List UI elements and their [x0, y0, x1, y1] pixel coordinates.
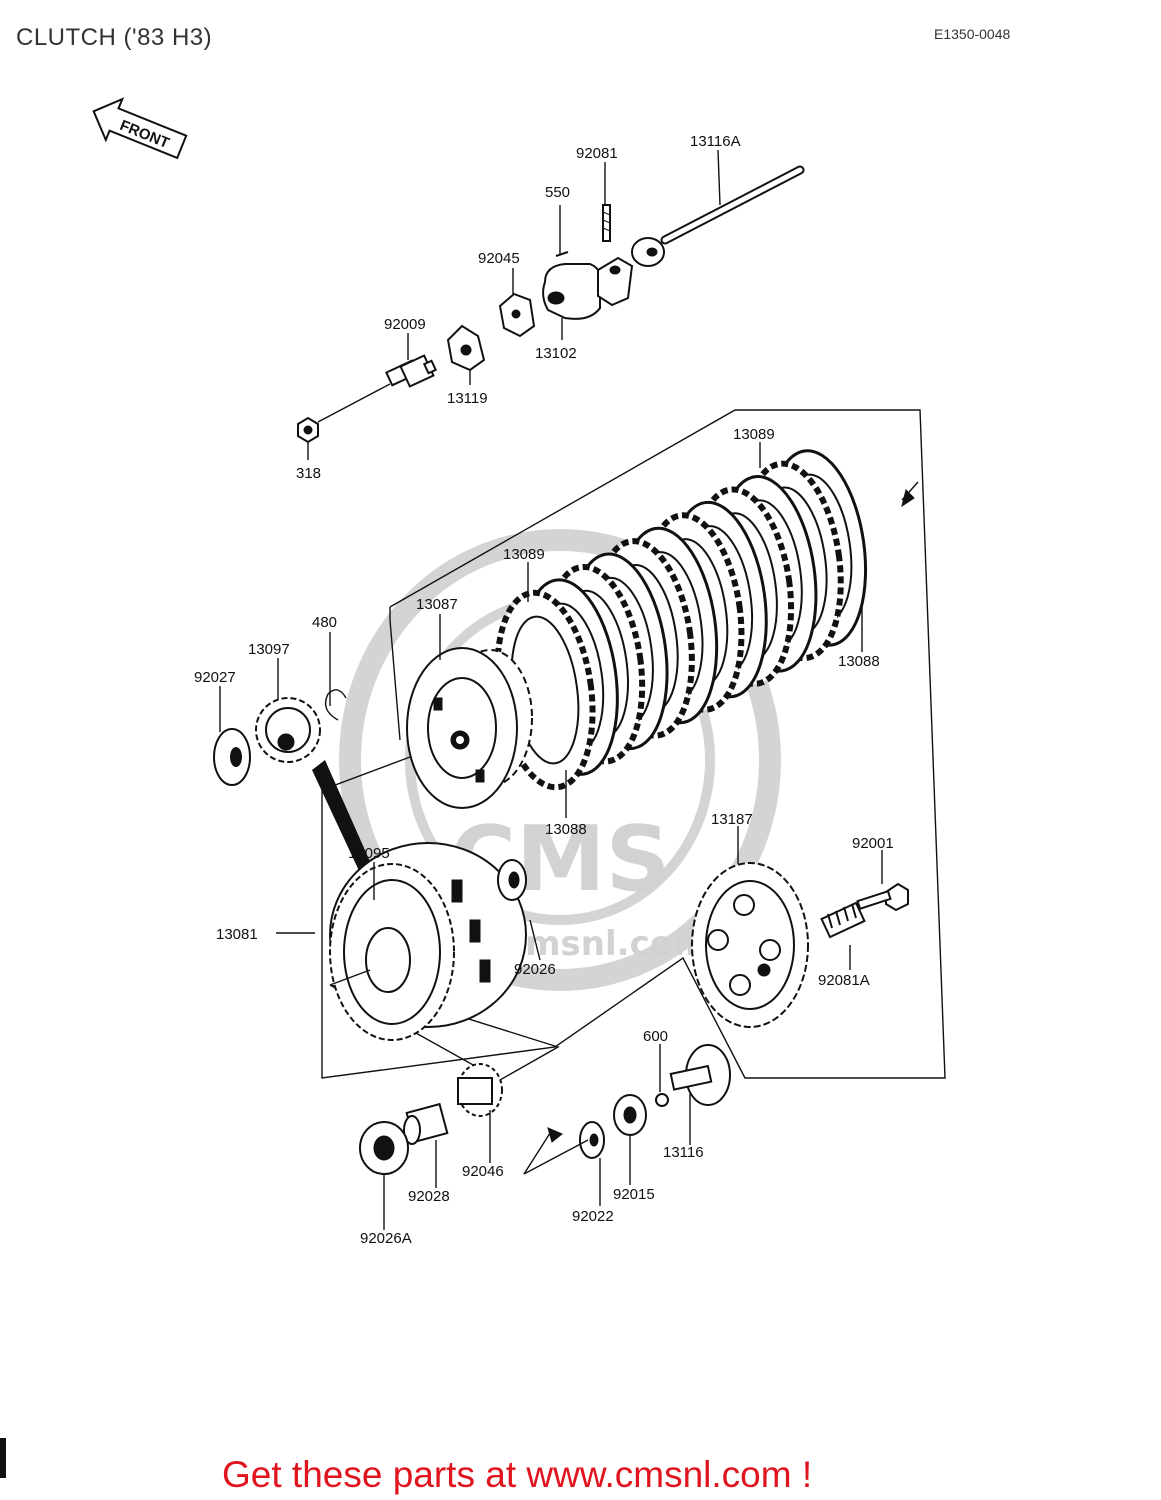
footer-promo[interactable]: Get these parts at www.cmsnl.com !: [222, 1454, 813, 1495]
leader-318: [317, 383, 391, 423]
washer-92026: [497, 859, 527, 901]
clutch-hub-13087: [406, 647, 533, 809]
label-92045: 92045: [478, 250, 520, 267]
label-92081A: 92081A: [818, 972, 870, 989]
pressure-plate-13187: [691, 862, 809, 1028]
label-13081: 13081: [216, 926, 258, 943]
label-92001: 92001: [852, 835, 894, 852]
clutch-housing-13081: [329, 842, 527, 1041]
frame-upper: [321, 409, 946, 1079]
nut-318: [297, 416, 319, 444]
label-13088-bottom: 13088: [545, 821, 587, 838]
pushrod-13116: [669, 1044, 731, 1106]
label-92028: 92028: [408, 1188, 450, 1205]
direction-arrow-bottom: [523, 1127, 589, 1175]
diagram-title: CLUTCH ('83 H3): [16, 24, 213, 51]
release-lever-13102: [498, 204, 634, 338]
label-13089-top: 13089: [733, 426, 775, 443]
label-92046: 92046: [462, 1163, 504, 1180]
needle-bearing-92046: [457, 1063, 503, 1117]
washer-92026A: [359, 1121, 409, 1175]
clutch-plate-stack: [494, 449, 868, 791]
label-318: 318: [296, 465, 321, 482]
label-13116A: 13116A: [690, 133, 741, 150]
label-13088-right: 13088: [838, 653, 880, 670]
spring-92081A: [820, 901, 866, 939]
edge-mark: [0, 1438, 6, 1478]
washer-92027: [213, 728, 251, 786]
bolt-92001: [856, 882, 909, 912]
label-92026: 92026: [514, 961, 556, 978]
direction-arrow-right: [901, 481, 919, 508]
label-480: 480: [312, 614, 337, 631]
label-13097: 13097: [248, 641, 290, 658]
frame-lower: [389, 607, 401, 741]
label-13095: 13095: [348, 845, 390, 862]
label-13089-mid: 13089: [503, 546, 545, 563]
label-92009: 92009: [384, 316, 426, 333]
label-550: 550: [545, 184, 570, 201]
leader-lines: [219, 149, 883, 1230]
front-arrow: FRONT: [92, 97, 188, 160]
label-13116: 13116: [663, 1144, 704, 1161]
sleeve-92028: [403, 1102, 449, 1145]
label-92015: 92015: [613, 1186, 655, 1203]
label-13119: 13119: [447, 390, 488, 407]
label-92026A: 92026A: [360, 1230, 412, 1247]
label-600: 600: [643, 1028, 668, 1045]
label-13102: 13102: [535, 345, 577, 362]
push-rod-13116A: [631, 165, 805, 267]
circlip-480: [324, 689, 347, 721]
oil-pump-gear-13097: [255, 697, 321, 763]
label-92081: 92081: [576, 145, 618, 162]
part-labels: 13116A 92081 550 92045 92009 13102 13119…: [194, 133, 894, 1247]
adjuster-screw-92009: [385, 354, 438, 388]
adjuster-13119: [446, 324, 486, 372]
label-13187: 13187: [711, 811, 753, 828]
bearing-92015: [613, 1094, 647, 1136]
label-92022: 92022: [572, 1208, 614, 1225]
gear-link-shadow: [312, 760, 380, 890]
label-92027: 92027: [194, 669, 236, 686]
washer-92022: [579, 1121, 605, 1159]
ball-600: [655, 1093, 669, 1107]
label-13087: 13087: [416, 596, 458, 613]
diagram-code: E1350-0048: [934, 26, 1011, 42]
